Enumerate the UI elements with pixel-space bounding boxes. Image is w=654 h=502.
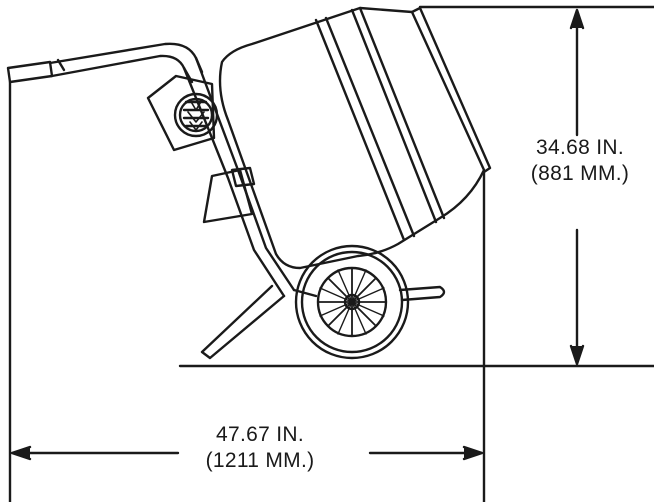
frame: [182, 56, 318, 298]
drum-bracket: [202, 168, 254, 224]
height-metric-text: (881 MM.): [530, 162, 630, 185]
wheel: [294, 244, 410, 360]
motor-housing: [146, 74, 219, 152]
width-dimension-label: 47.67 IN. (1211 MM.): [155, 422, 365, 474]
width-dimension-line: [10, 445, 484, 461]
height-imperial-text: 34.68 IN.: [536, 136, 624, 159]
height-dimension-line: [569, 8, 585, 366]
mixing-drum: [218, 6, 492, 270]
handle-bar: [6, 42, 204, 84]
width-imperial-text: 47.67 IN.: [216, 423, 304, 446]
width-metric-text: (1211 MM.): [205, 449, 315, 472]
height-dimension-label: 34.68 IN. (881 MM.): [500, 135, 654, 187]
support-legs: [200, 284, 446, 360]
